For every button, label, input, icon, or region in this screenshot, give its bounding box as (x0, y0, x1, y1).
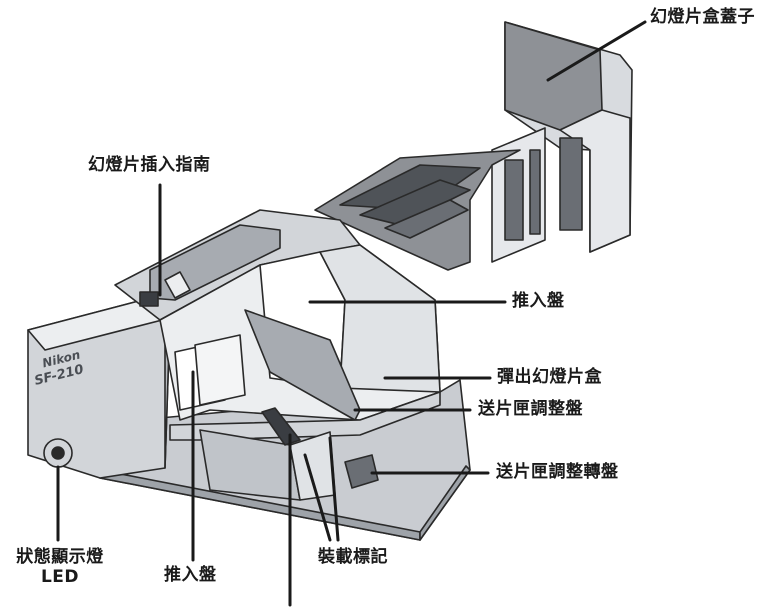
label-slide-cover: 幻燈片盒蓋子 (650, 7, 755, 27)
label-push-tray-lower: 推入盤 (164, 565, 217, 585)
callout-lines (56, 20, 647, 607)
label-feeder-adjust-tray: 送片匣調整盤 (478, 399, 583, 419)
label-insert-guide: 幻燈片插入指南 (88, 155, 211, 175)
label-push-tray-upper: 推入盤 (512, 291, 565, 311)
label-status-led: 狀態顯示燈 LED (4, 547, 116, 587)
label-eject-box: 彈出幻燈片盒 (497, 367, 602, 387)
label-feeder-adjust-dial: 送片匣調整轉盤 (496, 462, 619, 482)
label-status-led-line1: 狀態顯示燈 (16, 547, 104, 567)
feeder-body (27, 209, 471, 541)
slide-box-cover (314, 21, 633, 271)
label-status-led-line2: LED (40, 566, 80, 587)
label-load-marks: 裝載標記 (318, 547, 388, 567)
